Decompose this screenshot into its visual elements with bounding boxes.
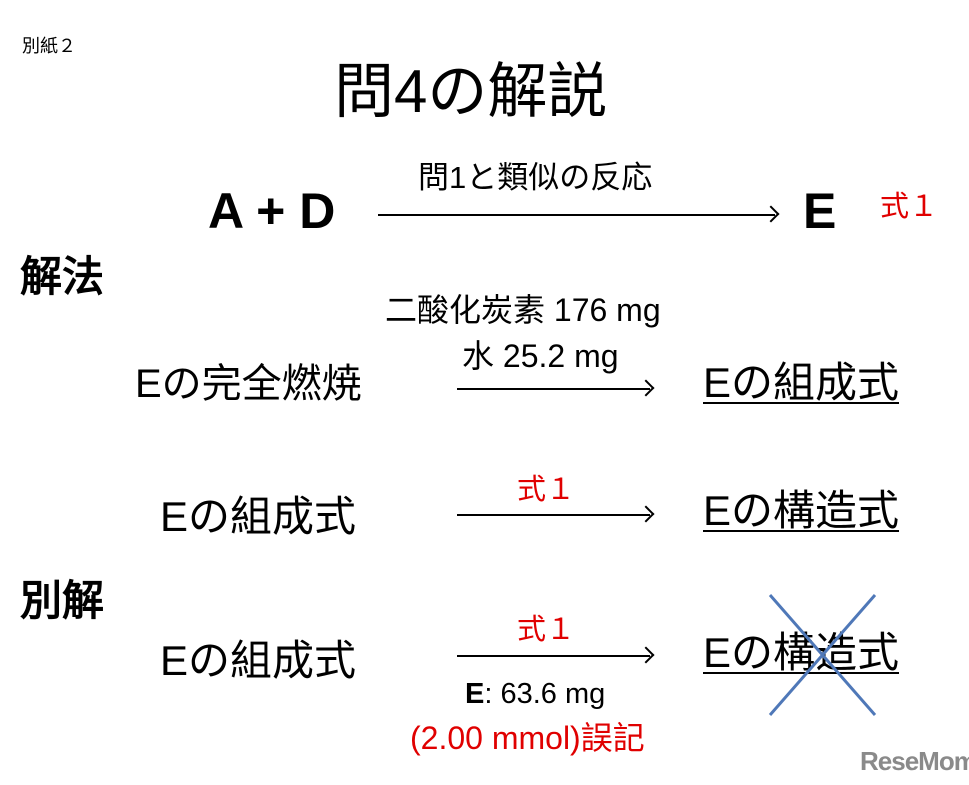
step1-from: Eの完全燃焼: [135, 362, 362, 406]
attachment-label: 別紙２: [22, 36, 76, 56]
step2-to: Eの構造式: [703, 487, 900, 534]
reaction-arrow: [378, 214, 775, 216]
equation-label: 式１: [880, 191, 939, 223]
step3-from: Eの組成式: [160, 637, 357, 684]
alt-heading: 別解: [20, 577, 105, 624]
reaction-arrow-label: 問1と類似の反応: [418, 160, 653, 195]
step3-arrow-label: 式１: [517, 614, 576, 646]
error-note: (2.00 mmol)誤記: [410, 720, 645, 756]
step3-arrow: [457, 655, 650, 657]
step1-to: Eの組成式: [703, 359, 900, 406]
resemom-logo: ReseMom: [860, 746, 969, 776]
water-mass: 水 25.2 mg: [462, 338, 619, 374]
e-mass-label: E: [465, 678, 485, 710]
method-heading: 解法: [20, 253, 105, 300]
product: E: [803, 183, 837, 239]
cross-out-mark: [768, 594, 877, 716]
co2-mass: 二酸化炭素 176 mg: [385, 292, 661, 328]
step2-arrow-label: 式１: [517, 474, 576, 506]
step2-arrow: [457, 514, 650, 516]
step3-to: Eの構造式: [703, 629, 900, 676]
step2-from: Eの組成式: [160, 493, 357, 540]
reactants: A + D: [208, 183, 336, 239]
step1-arrow: [457, 388, 650, 390]
e-mass: E: 63.6 mg: [465, 680, 605, 709]
e-mass-value: : 63.6 mg: [484, 678, 606, 710]
page-title: 問4の解説: [334, 58, 608, 125]
